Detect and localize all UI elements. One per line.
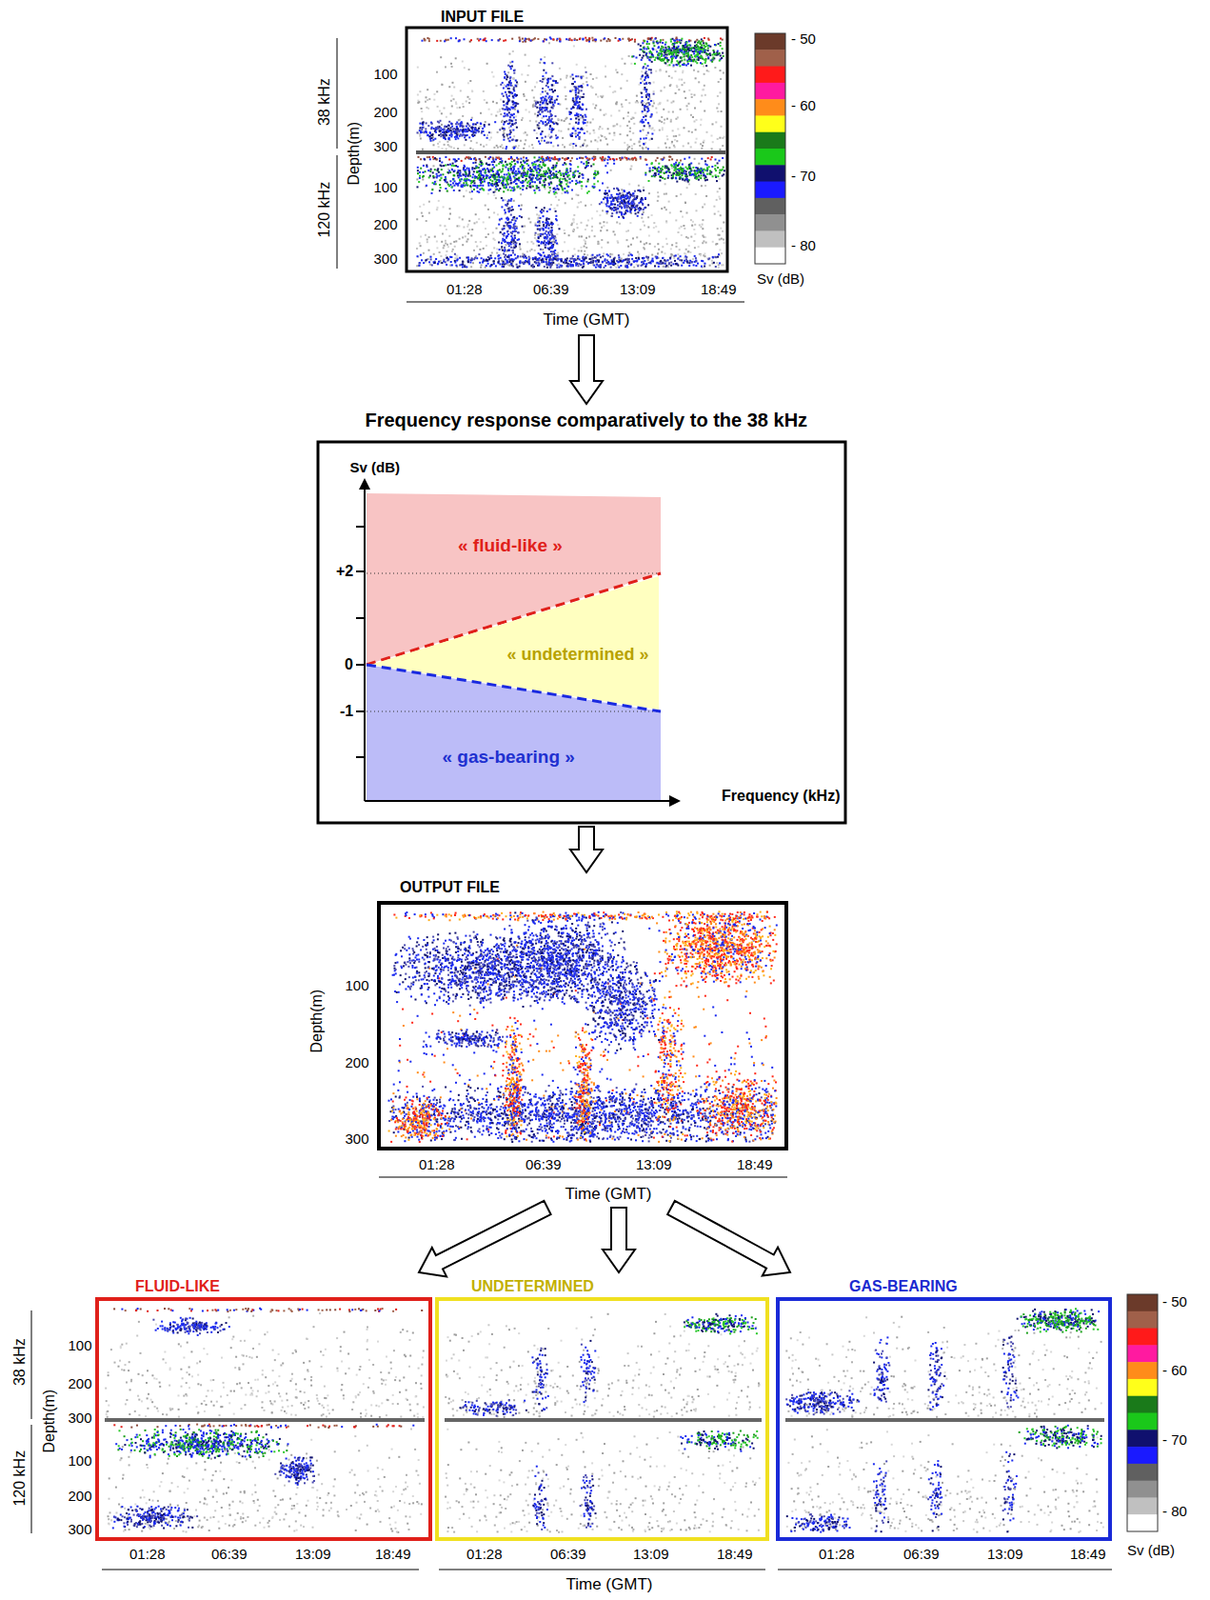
figure: INPUT FILEFrequency response comparative… xyxy=(0,0,1210,1600)
